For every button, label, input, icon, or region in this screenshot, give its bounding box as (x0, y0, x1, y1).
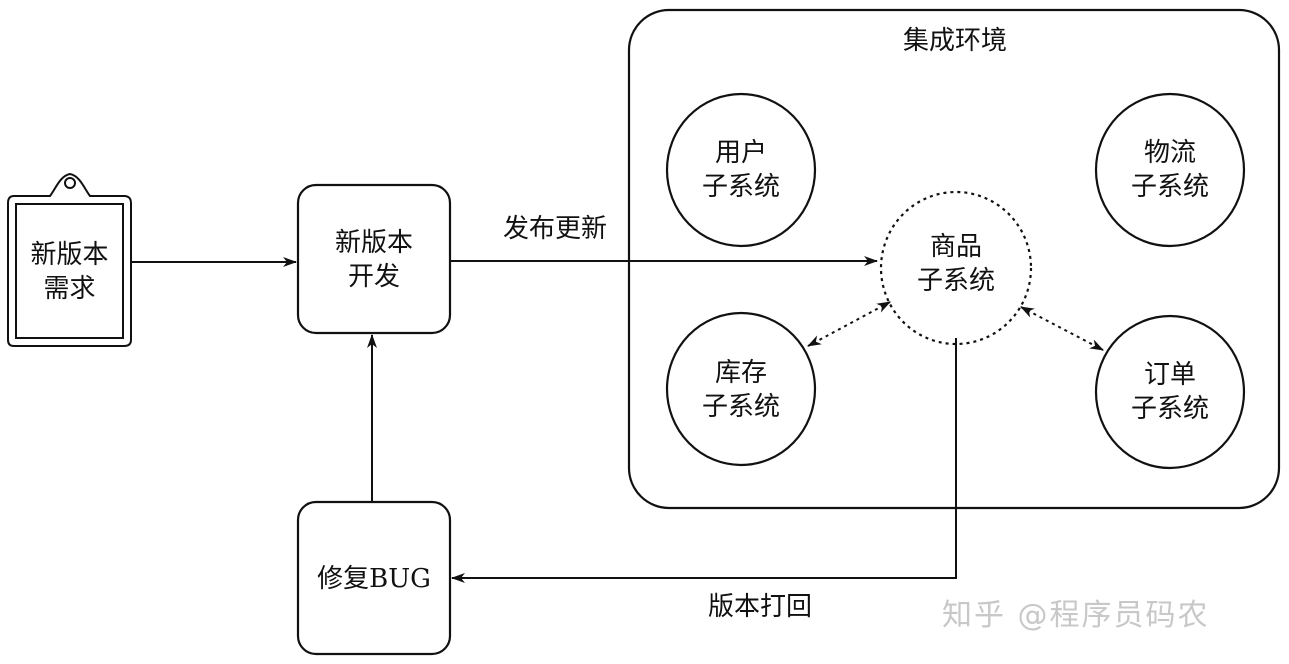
develop-label: 新版本 开发 (298, 226, 450, 294)
requirement-label: 新版本 需求 (16, 238, 123, 306)
product-subsystem-line-1: 商品 (929, 232, 982, 262)
logistics-subsystem-label: 物流 子系统 (1096, 136, 1244, 204)
develop-line-1: 新版本 (334, 228, 413, 258)
inventory-subsystem-line-2: 子系统 (701, 392, 780, 422)
inventory-subsystem-circle[interactable] (665, 311, 817, 467)
order-subsystem-line-1: 订单 (1143, 360, 1196, 390)
develop-line-2: 开发 (347, 262, 400, 292)
inventory-subsystem-line-1: 库存 (714, 358, 767, 388)
user-subsystem-line-1: 用户 (714, 138, 767, 168)
edge-product-order (1020, 306, 1104, 351)
user-subsystem-line-2: 子系统 (701, 172, 780, 202)
requirement-line-2: 需求 (43, 274, 96, 304)
order-subsystem-circle[interactable] (1094, 314, 1246, 470)
fix-bug-label: 修复BUG (298, 562, 450, 596)
logistics-subsystem-circle[interactable] (1094, 92, 1246, 248)
requirement-line-1: 新版本 (30, 240, 109, 270)
edge-product-inventory (807, 301, 891, 347)
product-subsystem-circle[interactable] (879, 190, 1033, 346)
inventory-subsystem-label: 库存 子系统 (667, 356, 815, 424)
fix-bug-line-1: 修复BUG (317, 564, 431, 594)
user-subsystem-circle[interactable] (665, 92, 817, 248)
environment-title: 集成环境 (902, 26, 1007, 56)
order-subsystem-label: 订单 子系统 (1096, 358, 1244, 426)
product-subsystem-line-2: 子系统 (916, 266, 995, 296)
order-subsystem-line-2: 子系统 (1130, 394, 1209, 424)
integration-environment-box[interactable] (627, 8, 1281, 510)
product-subsystem-label: 商品 子系统 (881, 230, 1031, 298)
logistics-subsystem-line-1: 物流 (1143, 138, 1196, 168)
develop-box[interactable] (296, 183, 452, 335)
release-edge-label: 发布更新 (502, 214, 607, 244)
edge-product-to-fix (451, 338, 957, 583)
logistics-subsystem-line-2: 子系统 (1130, 172, 1209, 202)
user-subsystem-label: 用户 子系统 (667, 136, 815, 204)
watermark: 知乎 @程序员码农 (942, 598, 1210, 633)
clipboard-icon (7, 172, 132, 347)
reject-edge-label: 版本打回 (707, 592, 812, 622)
fix-bug-box[interactable] (296, 500, 452, 656)
